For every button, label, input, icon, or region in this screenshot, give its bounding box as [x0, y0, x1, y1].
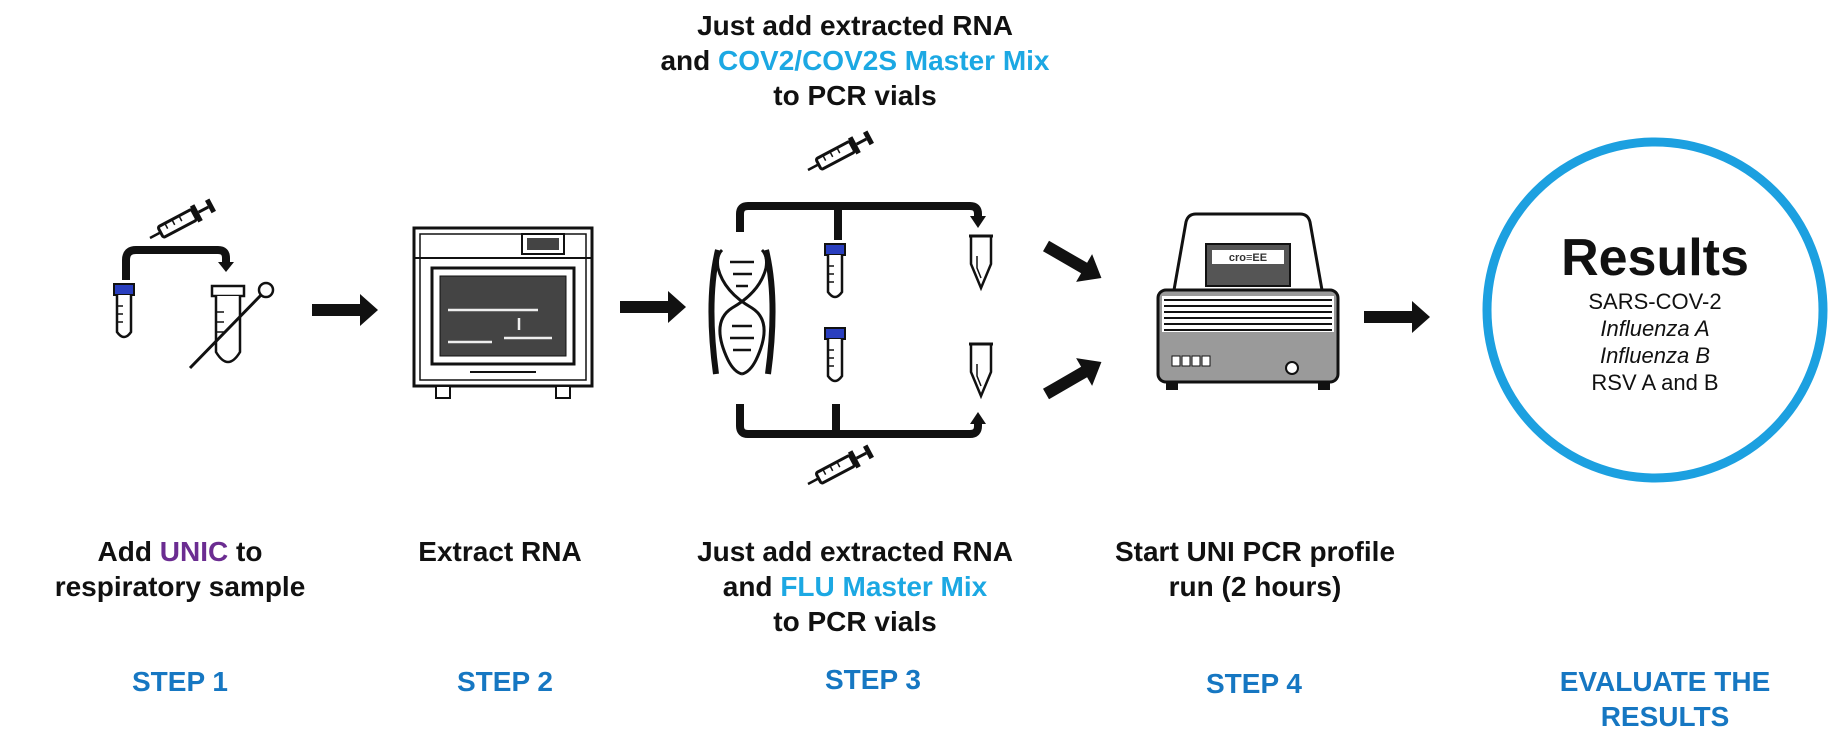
arrow-right-icon	[1364, 301, 1430, 333]
arrow-right-icon	[620, 291, 686, 323]
arrow-head-icon	[970, 412, 986, 424]
swab-tube-icon	[188, 281, 275, 370]
pcr-vial-icon	[967, 342, 995, 398]
results-circle	[1482, 137, 1828, 483]
tube-icon	[823, 326, 847, 383]
dna-icon	[708, 248, 776, 376]
step3-caption-line1: Just add extracted RNA	[697, 536, 1013, 567]
step1-caption-line2: respiratory sample	[54, 571, 306, 602]
step1-illustration	[112, 195, 275, 370]
results-item-rsv: RSV A and B	[1591, 370, 1719, 395]
step2-caption: Extract RNA	[418, 536, 582, 567]
step4-label: STEP 4	[1206, 668, 1302, 699]
arrow-right-icon	[312, 294, 378, 326]
step1-caption-line1: Add UNIC to	[97, 536, 263, 567]
results-item-influenza-b: Influenza B	[1599, 343, 1711, 368]
results-title: Results	[1561, 229, 1749, 287]
step3-caption-line2: and FLU Master Mix	[722, 571, 988, 602]
top-caption-line1: Just add extracted RNA	[697, 10, 1013, 41]
arrow-diagonal-down-icon	[1043, 240, 1102, 282]
cov2-master-mix-highlight: COV2/COV2S Master Mix	[718, 45, 1050, 76]
top-caption-line2: and COV2/COV2S Master Mix	[660, 45, 1050, 76]
device-brand-label: cro≡EE	[1229, 252, 1267, 264]
top-caption: Just add extracted RNA and COV2/COV2S Ma…	[620, 8, 1090, 113]
pipette-icon	[802, 441, 877, 494]
step1-label: STEP 1	[132, 666, 228, 697]
pcr-cycler-icon: cro≡EE	[1156, 212, 1340, 390]
arrow-diagonal-up-icon	[1043, 358, 1102, 400]
tube-icon	[112, 282, 136, 339]
tube-icon	[823, 242, 847, 299]
arrow-head-icon	[970, 216, 986, 228]
step3-caption-line3: to PCR vials	[773, 606, 937, 637]
results-item-influenza-a: Influenza A	[1600, 316, 1710, 341]
rna-extractor-icon	[412, 226, 594, 399]
results-panel: Results SARS-COV-2 Influenza A Influenza…	[1505, 228, 1805, 396]
unic-highlight: UNIC	[159, 536, 229, 567]
step3-label: STEP 3	[825, 664, 921, 695]
pipette-icon	[802, 127, 877, 180]
pipette-icon	[144, 195, 219, 248]
step2-label: STEP 2	[457, 666, 553, 697]
step4-caption: Start UNI PCR profile run (2 hours)	[1114, 536, 1396, 602]
flu-master-mix-highlight: FLU Master Mix	[780, 571, 988, 602]
step1-caption: Add UNIC to respiratory sample	[30, 534, 330, 604]
evaluate-results-label: EVALUATE THE RESULTS	[1559, 666, 1771, 732]
arrow-head-icon	[218, 262, 234, 272]
pcr-vial-icon	[967, 234, 995, 290]
top-caption-line3: to PCR vials	[773, 80, 937, 111]
step3-illustration	[708, 127, 995, 494]
results-item-sars-cov-2: SARS-COV-2	[1588, 289, 1722, 314]
step3-caption: Just add extracted RNA and FLU Master Mi…	[620, 534, 1090, 639]
